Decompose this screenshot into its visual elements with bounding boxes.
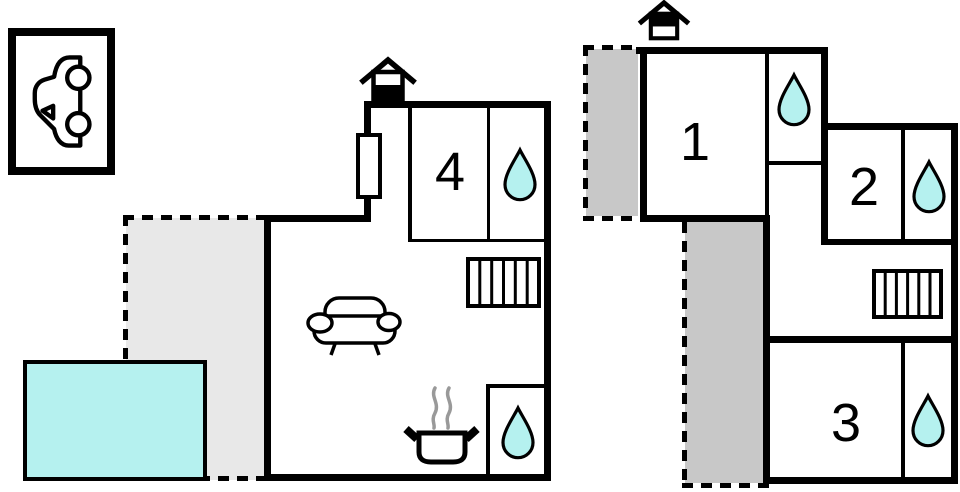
wall-segment <box>544 101 551 481</box>
wall-segment <box>264 215 271 481</box>
partition-wall <box>408 108 412 242</box>
wall-segment <box>264 215 371 222</box>
wall-segment <box>636 47 828 54</box>
car-wheel <box>65 110 92 138</box>
terrace-dashed-edge <box>583 45 588 221</box>
partition-wall <box>765 54 769 218</box>
partition-wall <box>487 108 490 242</box>
sofa-icon <box>306 296 402 356</box>
swimming-pool <box>23 360 207 481</box>
cooking-pot-icon <box>403 386 480 465</box>
car-wheel <box>65 64 92 92</box>
wall-segment <box>951 123 958 484</box>
entrance-door-marker <box>356 133 382 199</box>
partition-wall <box>486 385 490 474</box>
wall-segment <box>821 123 958 130</box>
wall-segment <box>640 47 647 222</box>
upper-terrace-area <box>586 49 638 216</box>
wall-segment <box>763 215 770 484</box>
stairs-icon <box>872 269 943 319</box>
room-number: 1 <box>679 112 711 172</box>
terrace-dashed-edge <box>123 215 128 481</box>
balcony-area <box>685 222 765 483</box>
wall-segment <box>640 215 770 222</box>
terrace-dashed-edge <box>583 216 640 221</box>
water-drop-icon <box>777 71 811 127</box>
room-number: 3 <box>830 393 862 453</box>
room-number: 4 <box>434 142 466 202</box>
wall-segment <box>264 474 551 481</box>
partition-wall <box>408 239 547 242</box>
ground-floor-house-icon <box>359 56 417 102</box>
partition-wall <box>765 161 823 165</box>
balcony-dashed-edge <box>682 222 687 488</box>
wall-segment <box>763 477 958 484</box>
garage-box <box>8 28 115 175</box>
wall-segment <box>821 47 828 245</box>
car-window <box>40 103 56 121</box>
room-number: 2 <box>848 157 880 217</box>
water-drop-icon <box>501 404 535 460</box>
partition-wall <box>901 130 905 242</box>
stairs-icon <box>466 257 541 308</box>
wall-segment <box>364 101 551 108</box>
partition-wall <box>901 343 905 477</box>
wall-segment <box>763 336 958 343</box>
wall-segment <box>821 239 958 245</box>
water-drop-icon <box>503 146 537 202</box>
water-drop-icon <box>912 158 946 214</box>
terrace-dashed-edge <box>123 215 273 220</box>
terrace-dashed-edge <box>583 45 640 50</box>
water-drop-icon <box>911 392 945 448</box>
balcony-dashed-edge <box>682 483 770 488</box>
car-icon <box>32 55 92 148</box>
partition-wall <box>486 384 544 388</box>
upper-floor-house-icon <box>637 0 691 41</box>
